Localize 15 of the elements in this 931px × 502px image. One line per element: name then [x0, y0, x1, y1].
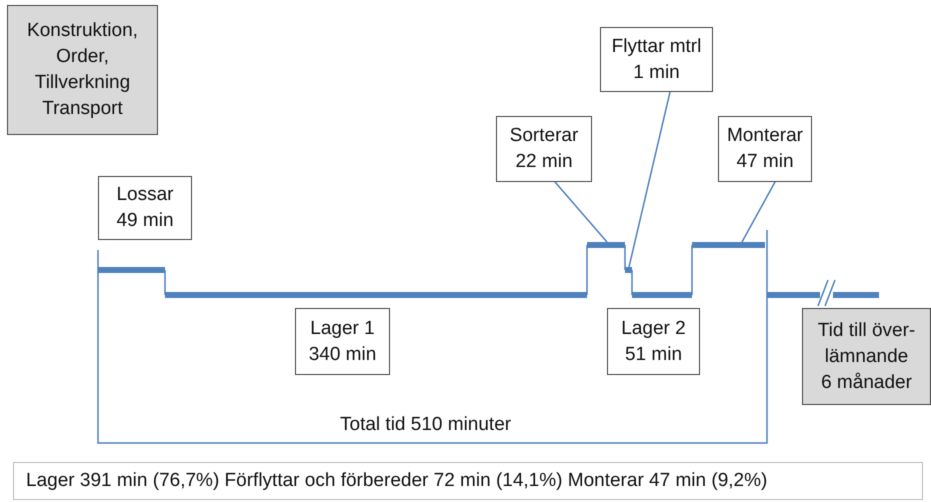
timeline-segment: [625, 267, 632, 273]
leader-line: [554, 182, 608, 242]
timeline-segment: [692, 242, 765, 248]
summary-box: Lager 391 min (76,7%) Förflyttar och förbereder 72 min (14,1%) Monterar 47 min (9,2%): [13, 462, 923, 500]
process-box: Konstruktion, Order, Tillverkning Transport: [7, 5, 158, 135]
leader-line: [741, 182, 776, 242]
leader-line: [628, 92, 671, 268]
process-box: Lager 2 51 min: [607, 308, 700, 375]
process-box: Lossar 49 min: [98, 176, 192, 240]
process-box: Lager 1 340 min: [295, 308, 390, 375]
process-box: Tid till över- lämnande 6 månader: [802, 308, 931, 405]
process-box: Sorterar 22 min: [496, 116, 592, 182]
timeline-segment: [587, 242, 625, 248]
process-box: Flyttar mtrl 1 min: [600, 27, 713, 92]
process-box: Monterar 47 min: [718, 116, 812, 182]
